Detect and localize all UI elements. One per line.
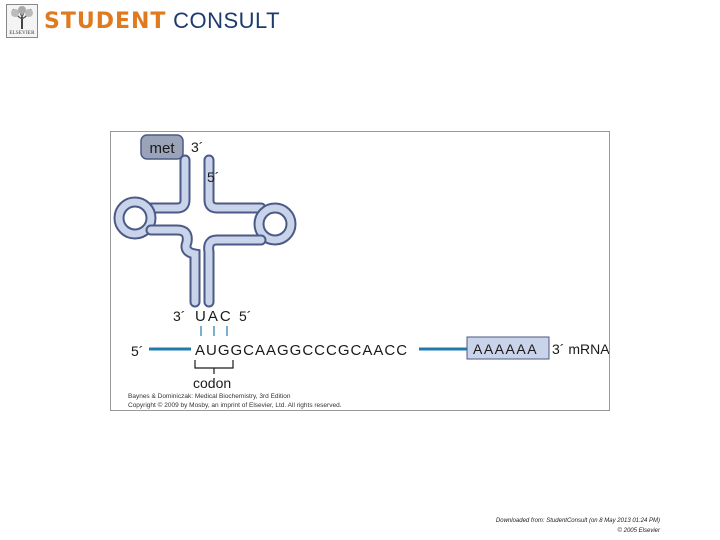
figure-credit-line1: Baynes & Dominiczak: Medical Biochemistr…	[128, 393, 291, 400]
mrna-5-label: 5´	[131, 343, 143, 359]
mrna-3-label: 3´ mRNA	[552, 341, 609, 357]
base-pair-ticks	[200, 326, 228, 336]
codon-label: codon	[193, 375, 231, 391]
mrna-sequence: AUGGCAAGGCCCGCAACC	[195, 342, 408, 359]
brand-name: STUDENT CONSULT	[44, 8, 280, 34]
met-box	[140, 134, 184, 160]
anticodon-3-label: 3´	[173, 308, 185, 324]
trna-mrna-figure: met 3´ 5´ 3´ UAC 5´ 5´ AUGGCAAGGCCCGCAAC…	[110, 131, 610, 411]
brand-student: STUDENT	[44, 9, 167, 34]
footer-copyright: © 2005 Elsevier	[617, 528, 660, 534]
poly-a-tail: AAAAAA	[473, 341, 538, 357]
trna-3-end-label: 3´	[191, 139, 203, 155]
codon-bracket	[194, 360, 234, 374]
poly-a-box	[466, 336, 550, 360]
anticodon-5-label: 5´	[239, 308, 251, 324]
trna-structure	[113, 154, 297, 308]
header-logo: ELSEVIER STUDENT CONSULT	[2, 2, 280, 38]
trna-diagram: met 3´ 5´ 3´ UAC 5´ 5´ AUGGCAAGGCCCGCAAC…	[113, 134, 609, 391]
anticodon-label: UAC	[195, 308, 233, 325]
elsevier-wordmark: ELSEVIER	[9, 31, 35, 36]
footer-download-line: Downloaded from: StudentConsult (on 8 Ma…	[495, 518, 660, 524]
figure-credit-line2: Copyright © 2009 by Mosby, an imprint of…	[128, 402, 342, 409]
amino-acid-label: met	[149, 140, 175, 157]
brand-consult: CONSULT	[173, 8, 281, 33]
trna-5-end-label: 5´	[207, 169, 219, 185]
elsevier-tree-icon: ELSEVIER	[6, 4, 38, 38]
